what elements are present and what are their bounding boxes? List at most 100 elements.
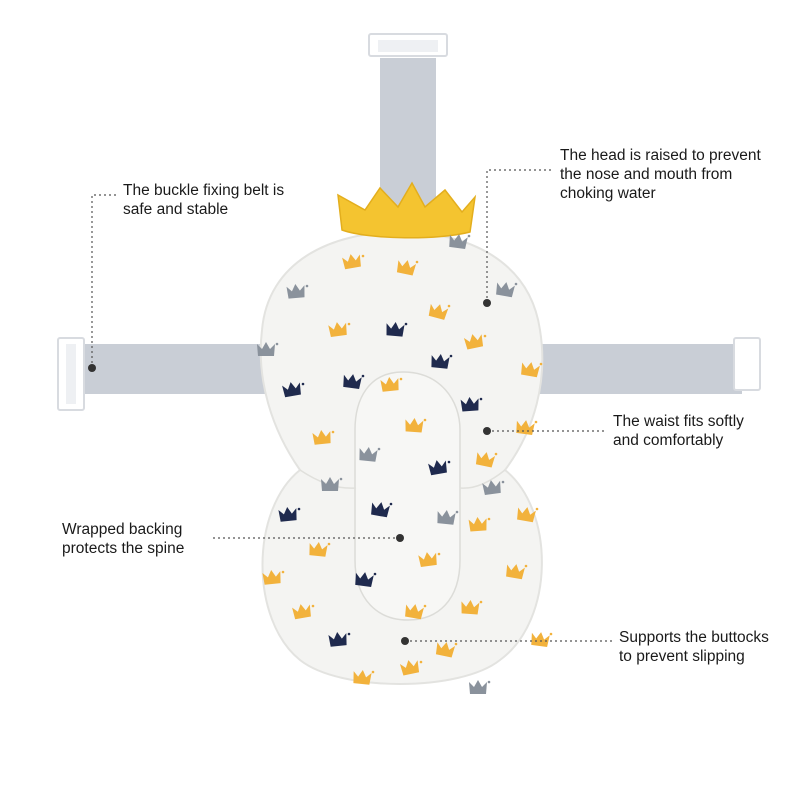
leader-dots [88,299,491,645]
leader-line-belt [91,194,116,368]
callout-head-line-3: choking water [560,185,656,202]
pattern-dot [399,377,403,381]
pattern-crown [355,572,374,588]
pattern-dot [514,282,518,286]
pattern-dot [524,564,528,568]
pattern-dot [447,460,451,464]
callout-belt-line-2: safe and stable [123,201,229,218]
pattern-crown [506,564,525,580]
pattern-crown [342,254,361,270]
pattern-dot [297,507,301,511]
pattern-crown [516,420,535,436]
pattern-crown [286,284,305,299]
pattern-crown [496,282,515,298]
pattern-dot [501,480,505,484]
pattern-crown [262,570,281,585]
callout-head-line-1: The head is raised to prevent [560,147,761,164]
dot-buttocks [401,637,409,645]
pattern-dot [423,604,427,608]
callout-belt: The buckle fixing belt is safe and stabl… [123,181,284,219]
pattern-dot [301,382,305,386]
pattern-crown [517,507,536,523]
callout-spine: Wrapped backing protects the spine [62,520,184,558]
pattern-crown [435,642,456,658]
pattern-dot [467,234,471,238]
pattern-crown [282,382,301,398]
pattern-crown [431,354,450,369]
pattern-dot [447,304,451,308]
pattern-dot [275,342,279,346]
pattern-dot [419,660,423,664]
pattern-crown [292,604,311,620]
callout-buttocks-line-1: Supports the buttocks [619,629,769,646]
callout-waist: The waist fits softly and comfortably [613,412,744,450]
pattern-dot [454,642,458,646]
pattern-crown [437,510,456,525]
pattern-crown [328,322,347,338]
leader-lines [91,169,612,642]
pattern-dot [361,374,365,378]
pattern-dot [415,260,419,264]
pattern-crown [428,460,447,476]
pattern-crown [482,480,501,496]
pattern-crown [461,600,480,615]
pattern-crown [460,397,479,412]
pattern-crown [399,660,420,676]
callout-spine-line-2: protects the spine [62,540,185,557]
pattern-crown [353,670,372,685]
pattern-crown [371,502,390,518]
callout-buttocks: Supports the buttocks to prevent slippin… [619,628,769,666]
pattern-crown [309,542,328,557]
pattern-crown [531,632,550,648]
pattern-dot [281,570,285,574]
pattern-crown [257,342,275,356]
pattern-dot [347,632,351,636]
pattern-crown [278,507,297,522]
dot-head [483,299,491,307]
pattern-crown [449,234,468,250]
pattern-dot [389,502,393,506]
pattern-dot [479,397,483,401]
pattern-dot [377,447,381,451]
pattern-dot [549,632,553,636]
pattern-dot [423,418,427,422]
pattern-crown [405,418,424,433]
pattern-dot [479,600,483,604]
pattern-dot [331,430,335,434]
pattern-dot [534,420,538,424]
pattern-crown [469,680,487,694]
pattern-dot [487,680,491,684]
pattern-crown [405,604,424,620]
pattern-dot [535,507,539,511]
callout-waist-line-2: and comfortably [613,432,724,449]
pattern-crown [380,377,399,392]
pattern-dot [404,322,408,326]
pattern-dot [449,354,453,358]
callout-belt-line-1: The buckle fixing belt is [123,182,285,199]
callout-spine-line-1: Wrapped backing [62,521,183,538]
dot-waist [483,427,491,435]
pattern-crown [475,452,496,468]
pattern-dot [455,510,459,514]
callout-head: The head is raised to prevent the nose a… [560,146,761,203]
pattern-crown [396,260,417,276]
pattern-dot [339,477,343,481]
dot-spine [396,534,404,542]
pattern-crown [328,632,347,647]
pattern-dot [483,334,487,338]
pattern-dot [487,517,491,521]
pattern-crown [463,334,484,350]
pattern-crown [312,430,331,445]
pattern-dot [327,542,331,546]
pattern-dot [437,552,441,556]
pattern-crown [343,374,362,390]
pattern-crown [428,303,449,320]
pattern-dot [311,604,315,608]
pattern-crown [386,322,405,337]
pattern-crown [321,477,339,491]
crown-icon [337,181,477,239]
pattern-crown [359,447,378,462]
pattern-dot [361,254,365,258]
callout-head-line-2: the nose and mouth from [560,166,733,183]
